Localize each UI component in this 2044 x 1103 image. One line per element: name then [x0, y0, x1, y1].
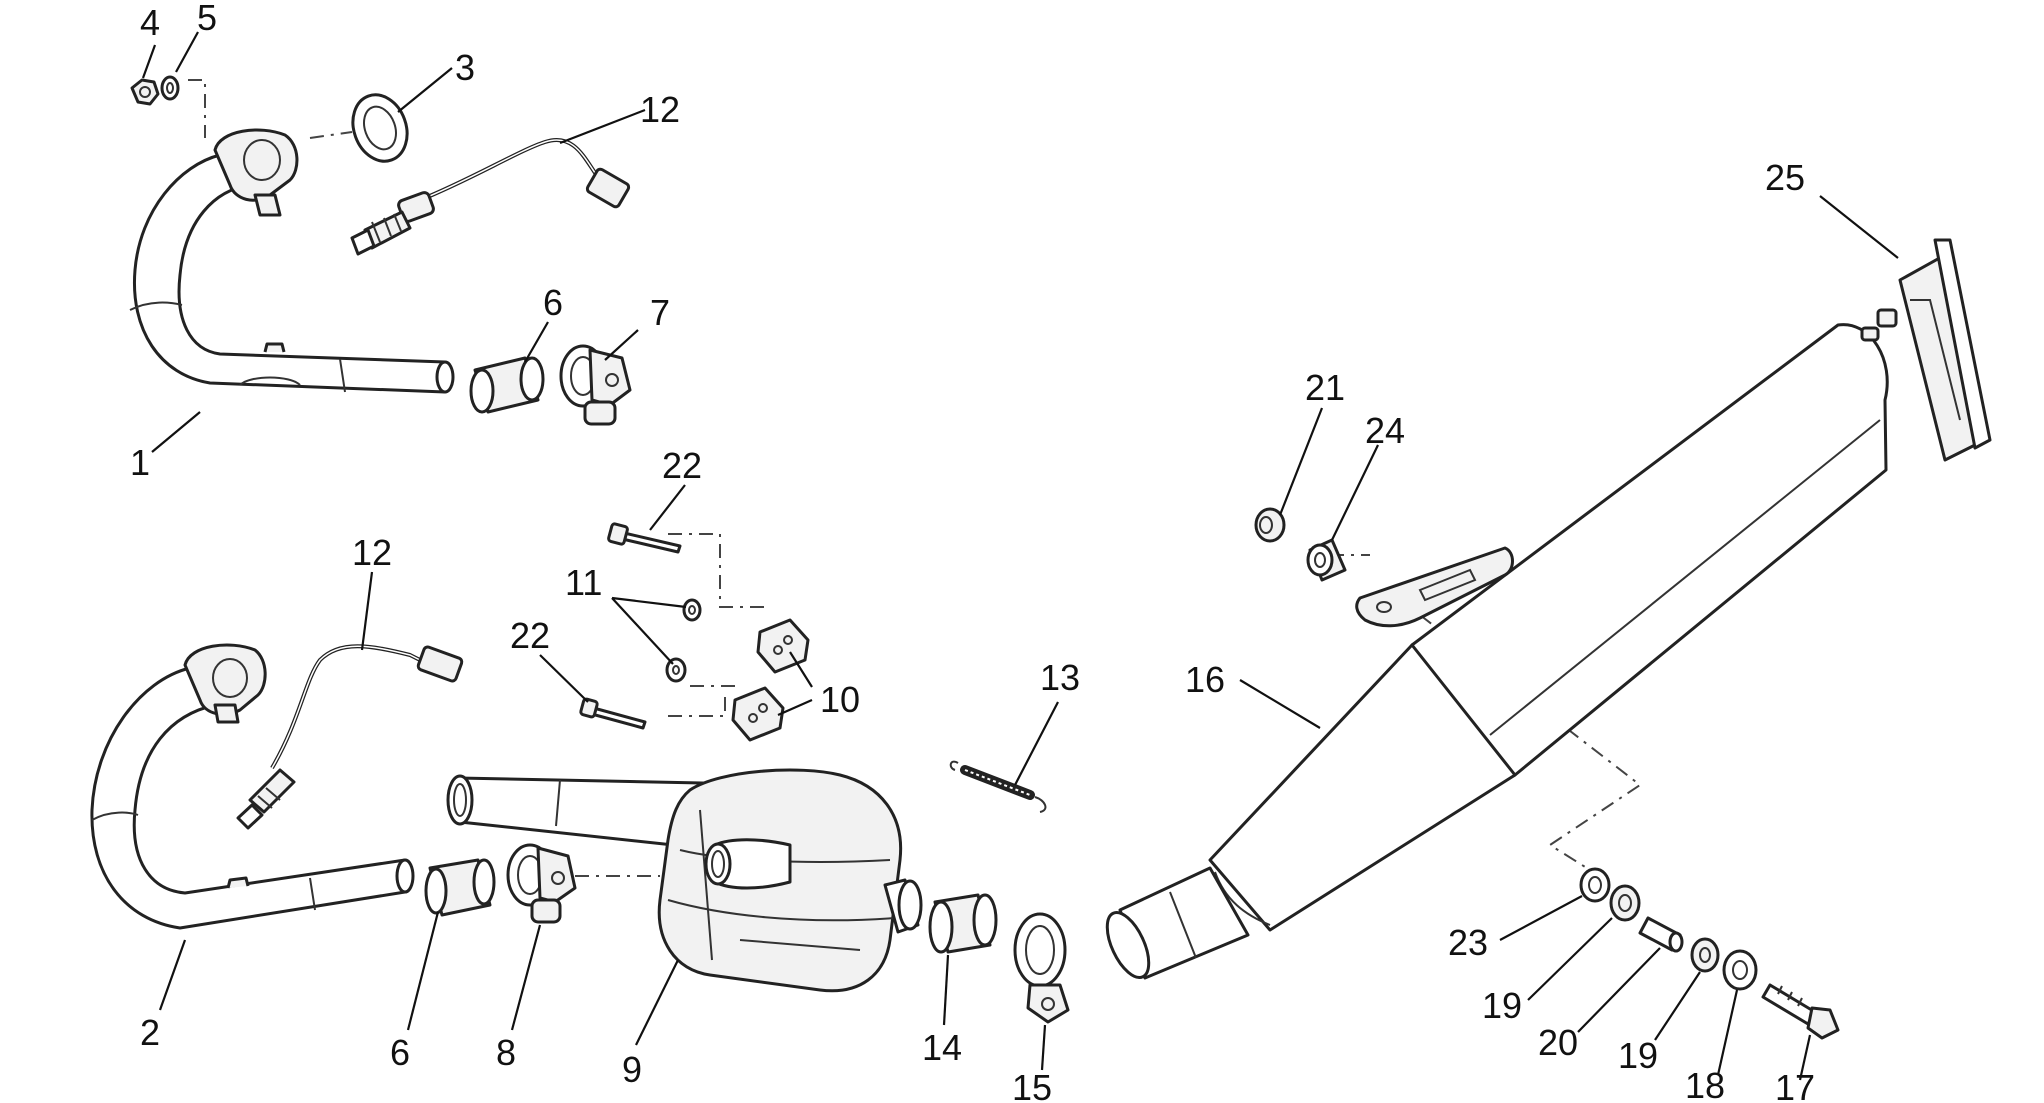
part-1-header-pipe-upper	[129, 128, 455, 394]
callout-2: 2	[140, 1012, 160, 1053]
callout-22-upper: 22	[662, 445, 702, 486]
callout-21: 21	[1305, 367, 1345, 408]
part-5-washer	[160, 75, 180, 101]
part-12-oxygen-sensor-upper	[350, 138, 631, 256]
callout-14: 14	[922, 1027, 962, 1068]
callout-17: 17	[1775, 1067, 1815, 1103]
part-22-bolt-upper	[607, 522, 682, 554]
part-23-washer	[1579, 867, 1611, 903]
callout-6-upper: 6	[543, 282, 563, 323]
part-16-silencer	[1105, 323, 1889, 980]
part-19-grommet-lower	[1690, 937, 1720, 973]
part-25-end-cap	[1860, 238, 1992, 462]
callout-4: 4	[140, 2, 160, 43]
part-19-grommet-upper	[1609, 884, 1641, 922]
part-13-spring	[949, 760, 1047, 813]
callout-20: 20	[1538, 1022, 1578, 1063]
callout-5: 5	[197, 0, 217, 38]
part-9-collector-box	[446, 768, 923, 993]
callout-25: 25	[1765, 157, 1805, 198]
callouts: 4 5 3 12 1 6 7 22 11 22 10 12 2 6 8 9 13…	[130, 0, 1815, 1103]
callout-12-upper: 12	[640, 89, 680, 130]
part-14-sleeve	[928, 893, 998, 954]
part-11-washer-lower	[665, 657, 687, 683]
part-20-bushing	[1638, 916, 1684, 953]
part-6-sleeve-upper	[469, 356, 545, 414]
part-8-clamp-lower	[506, 843, 577, 924]
callout-24: 24	[1365, 410, 1405, 451]
callout-10: 10	[820, 679, 860, 720]
callout-15: 15	[1012, 1067, 1052, 1103]
part-4-nut	[130, 78, 160, 106]
part-15-clamp	[1013, 912, 1070, 1024]
part-22-bolt-lower	[579, 697, 647, 730]
part-6-sleeve-lower	[424, 858, 496, 917]
callout-23: 23	[1448, 922, 1488, 963]
callout-13: 13	[1040, 657, 1080, 698]
callout-11: 11	[565, 562, 602, 603]
callout-6-lower: 6	[390, 1032, 410, 1073]
part-21-grommet	[1254, 507, 1286, 543]
leader-lines	[141, 31, 1899, 1081]
callout-9: 9	[622, 1049, 642, 1090]
callout-16: 16	[1185, 659, 1225, 700]
part-24-spacer	[1306, 538, 1347, 582]
part-12-oxygen-sensor-lower	[236, 644, 464, 830]
callout-8: 8	[496, 1032, 516, 1073]
part-11-washer-upper	[682, 598, 702, 622]
callout-12-lower: 12	[352, 532, 392, 573]
callout-1: 1	[130, 442, 150, 483]
callout-3: 3	[455, 47, 475, 88]
callout-22-lower: 22	[510, 615, 550, 656]
part-17-bolt	[1761, 983, 1840, 1040]
callout-19-right: 19	[1618, 1035, 1658, 1076]
part-7-clamp-upper	[559, 344, 632, 426]
callout-19-left: 19	[1482, 985, 1522, 1026]
part-10-rubber-mount-upper	[756, 618, 810, 674]
part-3-gasket	[351, 93, 409, 163]
part-2-header-pipe-lower	[90, 643, 415, 930]
part-18-washer	[1722, 949, 1758, 991]
callout-7: 7	[650, 292, 670, 333]
part-10-rubber-mount-lower	[731, 686, 785, 742]
callout-18: 18	[1685, 1065, 1725, 1103]
